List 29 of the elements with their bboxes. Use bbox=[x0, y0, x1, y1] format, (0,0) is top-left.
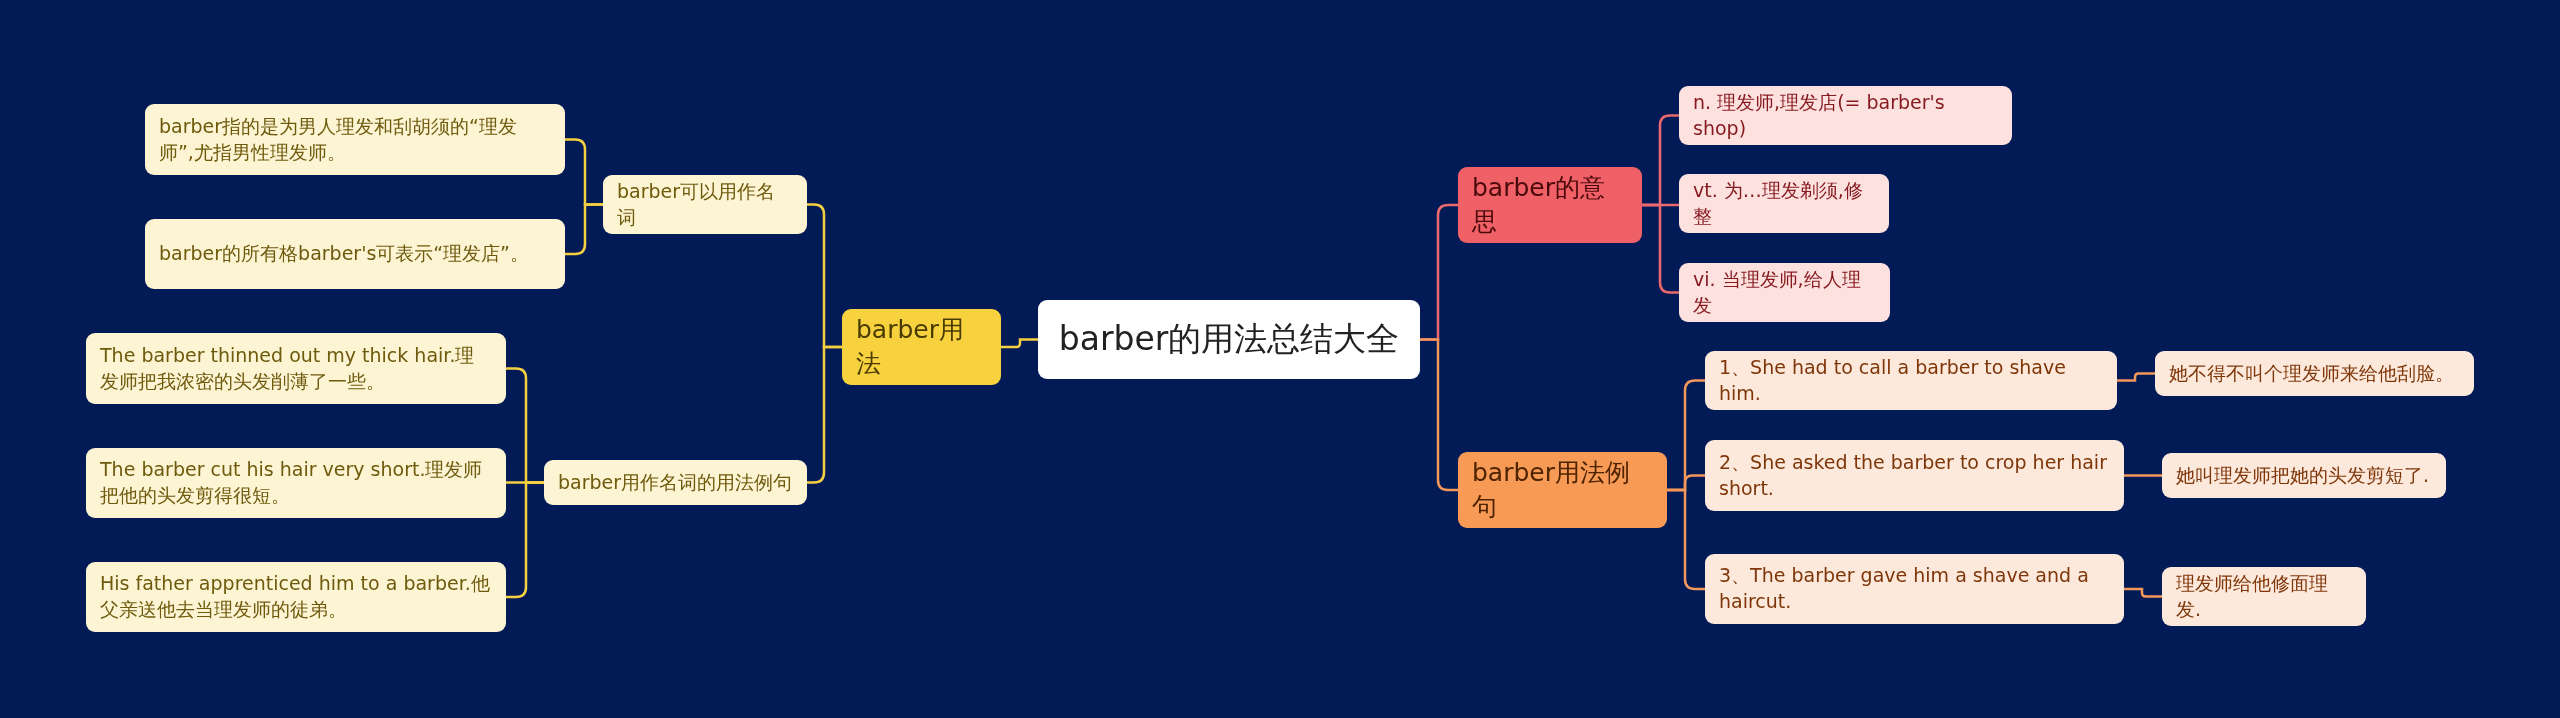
central-topic-box: barber的用法总结大全 bbox=[1038, 300, 1420, 379]
subtopic-box: 3、The barber gave him a shave and a haircut. bbox=[1705, 554, 2124, 624]
connector-line bbox=[2117, 372, 2155, 382]
subtopic-box: 她叫理发师把她的头发剪短了. bbox=[2162, 453, 2446, 498]
subtopic-box: barber可以用作名词 bbox=[603, 175, 807, 235]
connector-line bbox=[1642, 203, 1679, 294]
connector-line bbox=[506, 481, 544, 599]
connector-line bbox=[2124, 587, 2162, 598]
subtopic-box: The barber cut his hair very short.理发师把他的头发剪得很短。 bbox=[86, 448, 506, 518]
connector-line bbox=[565, 203, 603, 256]
subtopic-box: 理发师给他修面理发. bbox=[2162, 567, 2366, 627]
subtopic-box: 她不得不叫个理发师来给他刮脸。 bbox=[2155, 351, 2474, 396]
connector-line bbox=[1420, 338, 1458, 492]
branch-topic-box: barber的意思 bbox=[1458, 167, 1642, 243]
connector-line bbox=[2124, 474, 2162, 477]
connector-line bbox=[1667, 488, 1705, 591]
subtopic-box: n. 理发师,理发店(= barber's shop) bbox=[1679, 86, 2012, 146]
connector-line bbox=[1001, 338, 1038, 349]
subtopic-box: vt. 为…理发剃须,修整 bbox=[1679, 174, 1889, 234]
branch-topic-box: barber用法 bbox=[842, 309, 1001, 385]
subtopic-box: barber指的是为男人理发和刮胡须的“理发师”,尤指男性理发师。 bbox=[145, 104, 565, 175]
branch-topic-box: barber用法例句 bbox=[1458, 452, 1667, 528]
subtopic-box: barber的所有格barber's可表示“理发店”。 bbox=[145, 219, 565, 289]
subtopic-box: barber用作名词的用法例句 bbox=[544, 460, 807, 505]
subtopic-box: The barber thinned out my thick hair.理发师把我浓密的头发削薄了一些。 bbox=[86, 333, 506, 404]
subtopic-box: His father apprenticed him to a barber.他父亲送他去当理发师的徒弟。 bbox=[86, 562, 506, 632]
subtopic-box: 1、She had to call a barber to shave him. bbox=[1705, 351, 2117, 411]
subtopic-box: 2、She asked the barber to crop her hair short. bbox=[1705, 440, 2124, 511]
subtopic-box: vi. 当理发师,给人理发 bbox=[1679, 263, 1890, 323]
